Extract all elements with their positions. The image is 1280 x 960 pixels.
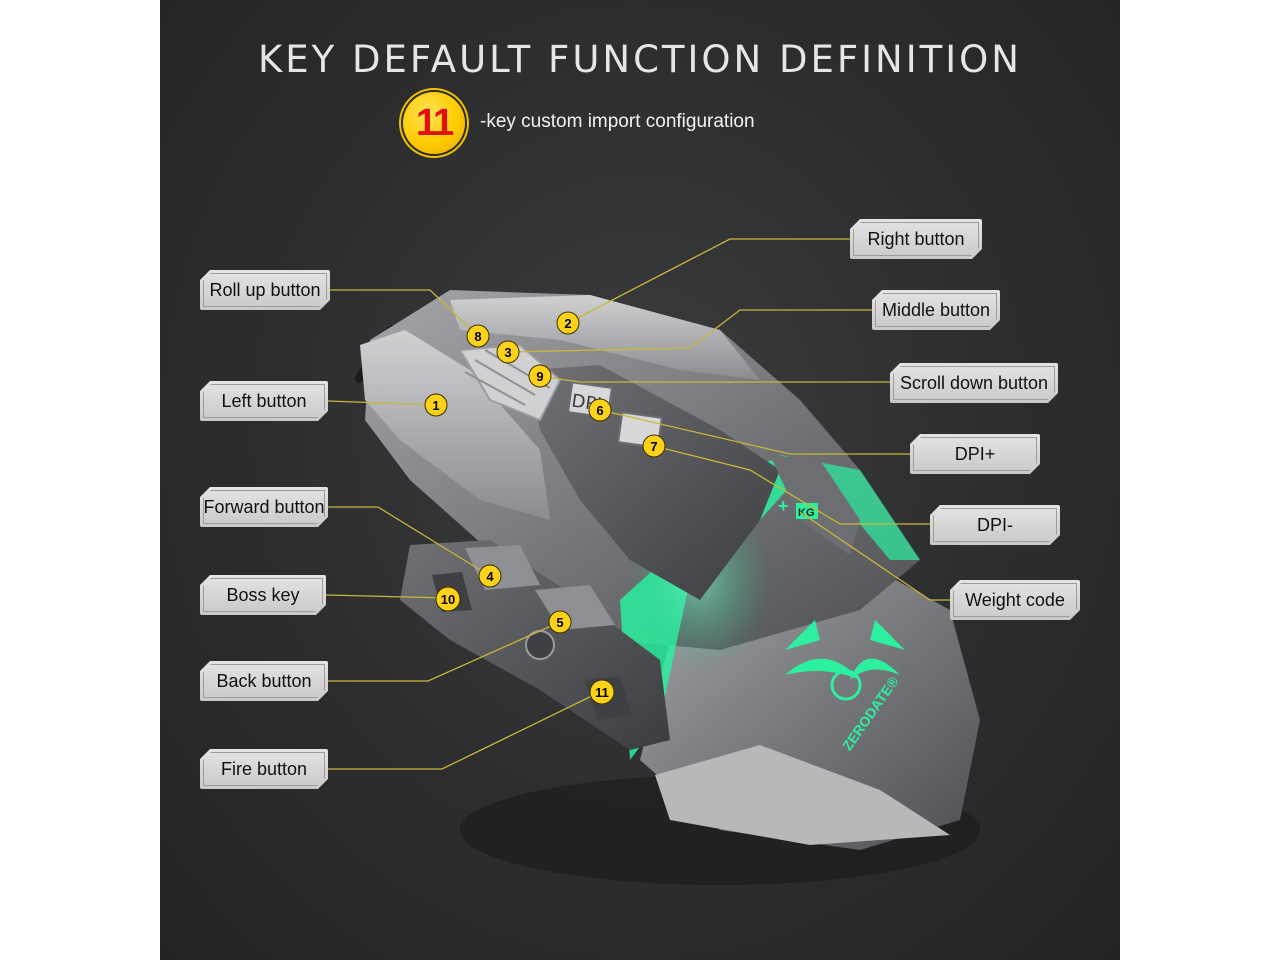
leader-back [328,621,561,682]
svg-text:1: 1 [432,398,439,413]
label-forward-button: Forward button [200,487,328,527]
label-right-button: Right button [850,219,982,259]
svg-text:11: 11 [595,685,609,700]
marker-6: 6 [588,398,612,422]
number-markers: 1 2 3 4 5 6 7 8 9 10 11 [424,311,666,705]
page-title: KEY DEFAULT FUNCTION DEFINITION [258,38,1022,81]
svg-text:9: 9 [536,369,543,384]
leader-right-button [567,238,850,324]
mouse-illustration: DPI + KG ZERODATE® [325,238,980,885]
product-infographic: DPI + KG ZERODATE® [160,0,1120,960]
leader-boss-key [325,594,449,599]
leader-fire [328,691,601,770]
svg-text:4: 4 [486,569,494,584]
weight-plus-text: + [778,496,789,516]
dpi-button-housing [530,365,780,600]
marker-1: 1 [424,393,448,417]
marker-5: 5 [548,610,572,634]
marker-8: 8 [466,324,490,348]
brand-logo [785,620,905,701]
svg-text:7: 7 [650,439,657,454]
svg-text:2: 2 [564,316,571,331]
marker-7: 7 [642,434,666,458]
leader-lines [325,238,960,770]
label-dpi-plus: DPI+ [910,434,1040,474]
svg-text:5: 5 [556,615,563,630]
mouse-palm-plate [655,745,950,845]
label-scroll-down-button: Scroll down button [890,363,1058,403]
marker-3: 3 [496,340,520,364]
marker-10: 10 [435,586,461,612]
leader-dpi-minus [653,445,930,525]
svg-text:10: 10 [441,592,455,607]
label-dpi-minus: DPI- [930,505,1060,545]
label-boss-key: Boss key [200,575,326,615]
label-back-button: Back button [200,661,328,701]
leader-scroll-down [539,375,890,383]
leader-middle-button [507,309,872,353]
svg-text:3: 3 [504,345,511,360]
label-fire-button: Fire button [200,749,328,789]
weight-badge-text: KG [798,507,815,519]
marker-11: 11 [589,679,615,705]
subtitle: -key custom import configuration [480,111,755,132]
label-roll-up-button: Roll up button [200,270,330,310]
glow-strip-main [620,460,800,760]
key-count-badge: 11 [403,92,465,154]
marker-4: 4 [478,564,502,588]
left-button-panel [360,330,550,520]
leader-dpi-plus [599,409,910,455]
leader-roll-up [330,289,479,337]
label-weight-code: Weight code [950,580,1080,620]
label-middle-button: Middle button [872,290,1000,330]
right-button-panel [450,295,760,380]
key-count-number: 11 [415,102,454,144]
marker-9: 9 [528,364,552,388]
label-left-button: Left button [200,381,328,421]
svg-text:6: 6 [596,403,603,418]
marker-2: 2 [556,311,580,335]
svg-text:8: 8 [474,329,481,344]
leader-left-button [327,400,437,406]
leader-forward [328,506,491,577]
